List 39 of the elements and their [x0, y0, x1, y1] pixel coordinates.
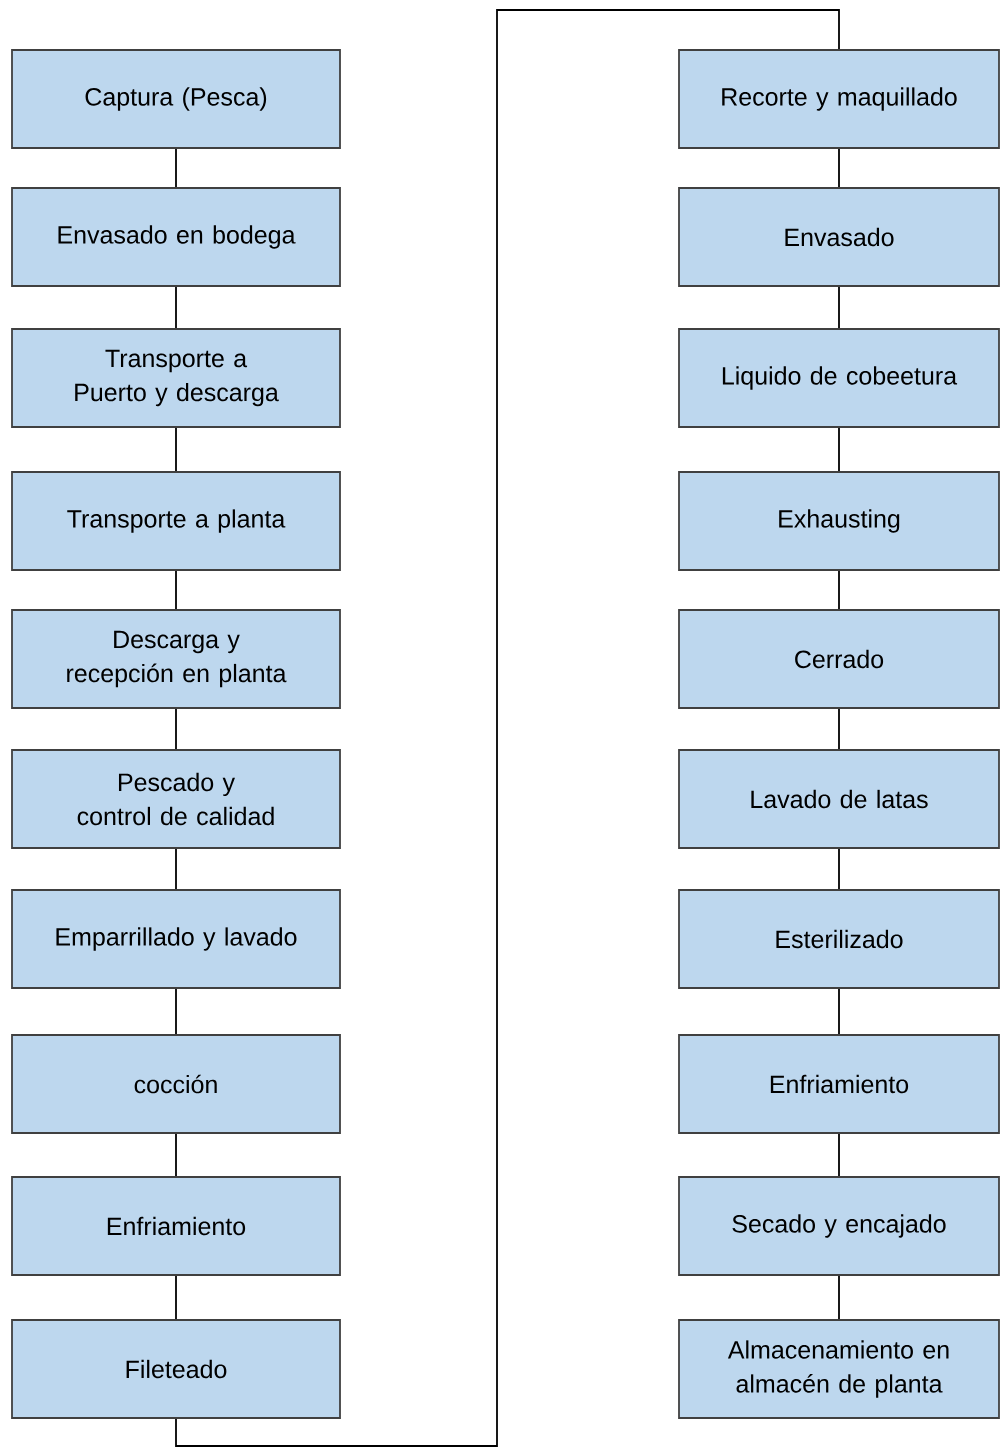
- process-box: Cerrado: [678, 609, 1000, 709]
- process-box: Enfriamiento: [678, 1034, 1000, 1134]
- connector-line: [838, 1275, 840, 1320]
- connector-line: [175, 570, 177, 610]
- connector-line: [838, 988, 840, 1035]
- process-box: Almacenamiento en almacén de planta: [678, 1319, 1000, 1419]
- process-box: Emparrillado y lavado: [11, 889, 341, 989]
- connector-line: [175, 708, 177, 750]
- connector-line: [175, 9, 840, 1447]
- connector-line: [175, 988, 177, 1035]
- connector-line: [838, 286, 840, 329]
- connector-line: [838, 427, 840, 472]
- process-box: Fileteado: [11, 1319, 341, 1419]
- connector-line: [175, 148, 177, 188]
- process-box: Exhausting: [678, 471, 1000, 571]
- connector-line: [175, 286, 177, 329]
- process-box: Envasado en bodega: [11, 187, 341, 287]
- connector-line: [838, 848, 840, 890]
- connector-line: [838, 1133, 840, 1177]
- connector-line: [175, 1275, 177, 1320]
- process-box: Lavado de latas: [678, 749, 1000, 849]
- process-box: Transporte a planta: [11, 471, 341, 571]
- process-box: Esterilizado: [678, 889, 1000, 989]
- connector-line: [175, 1133, 177, 1177]
- process-box: Descarga y recepción en planta: [11, 609, 341, 709]
- process-box: cocción: [11, 1034, 341, 1134]
- process-box: Captura (Pesca): [11, 49, 341, 149]
- process-box: Liquido de cobeetura: [678, 328, 1000, 428]
- process-box: Transporte a Puerto y descarga: [11, 328, 341, 428]
- process-box: Pescado y control de calidad: [11, 749, 341, 849]
- connector-line: [838, 708, 840, 750]
- connector-line: [175, 427, 177, 472]
- process-box: Secado y encajado: [678, 1176, 1000, 1276]
- connector-line: [838, 570, 840, 610]
- process-box: Envasado: [678, 187, 1000, 287]
- connector-line: [838, 148, 840, 188]
- process-box: Enfriamiento: [11, 1176, 341, 1276]
- connector-line: [175, 848, 177, 890]
- process-box: Recorte y maquillado: [678, 49, 1000, 149]
